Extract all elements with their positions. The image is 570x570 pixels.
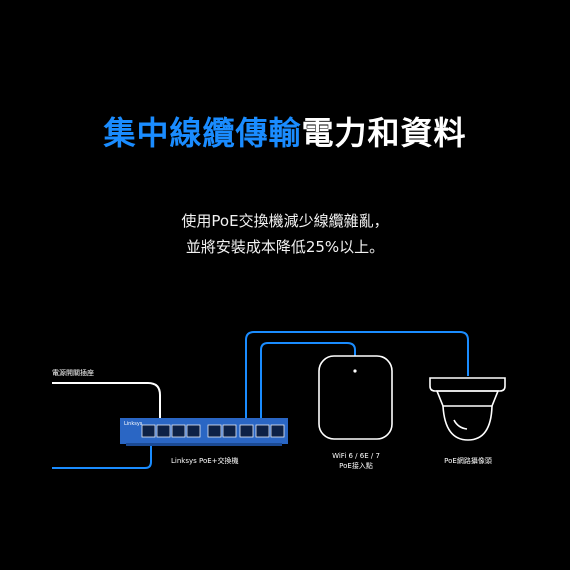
camera-label: PoE網路攝像頭 <box>444 457 492 465</box>
dome-camera <box>429 377 506 441</box>
switch-label: Linksys PoE+交換機 <box>171 457 239 465</box>
power-outlet-label: 電源開關插座 <box>52 369 94 377</box>
headline-highlight: 集中線纜傳輸 <box>103 114 302 152</box>
cable-to-access-point <box>260 342 356 426</box>
body-line-2: 並將安裝成本降低25%以上。 <box>185 238 385 256</box>
switch-ports <box>141 424 285 438</box>
headline: 集中線纜傳輸電力和資料 <box>0 112 570 154</box>
uplink-cable <box>52 444 152 469</box>
access-point-label-line1: WiFi 6 / 6E / 7 <box>332 452 380 460</box>
headline-rest: 電力和資料 <box>301 114 467 152</box>
power-cable <box>52 382 161 418</box>
cable-to-camera <box>245 331 469 426</box>
poe-switch: Linksys <box>120 418 288 446</box>
access-point-label-line2: PoE接入點 <box>339 462 373 470</box>
switch-brand: Linksys <box>124 421 143 427</box>
access-point <box>318 355 393 440</box>
body-line-1: 使用PoE交換機減少線纜雜亂， <box>181 212 389 230</box>
